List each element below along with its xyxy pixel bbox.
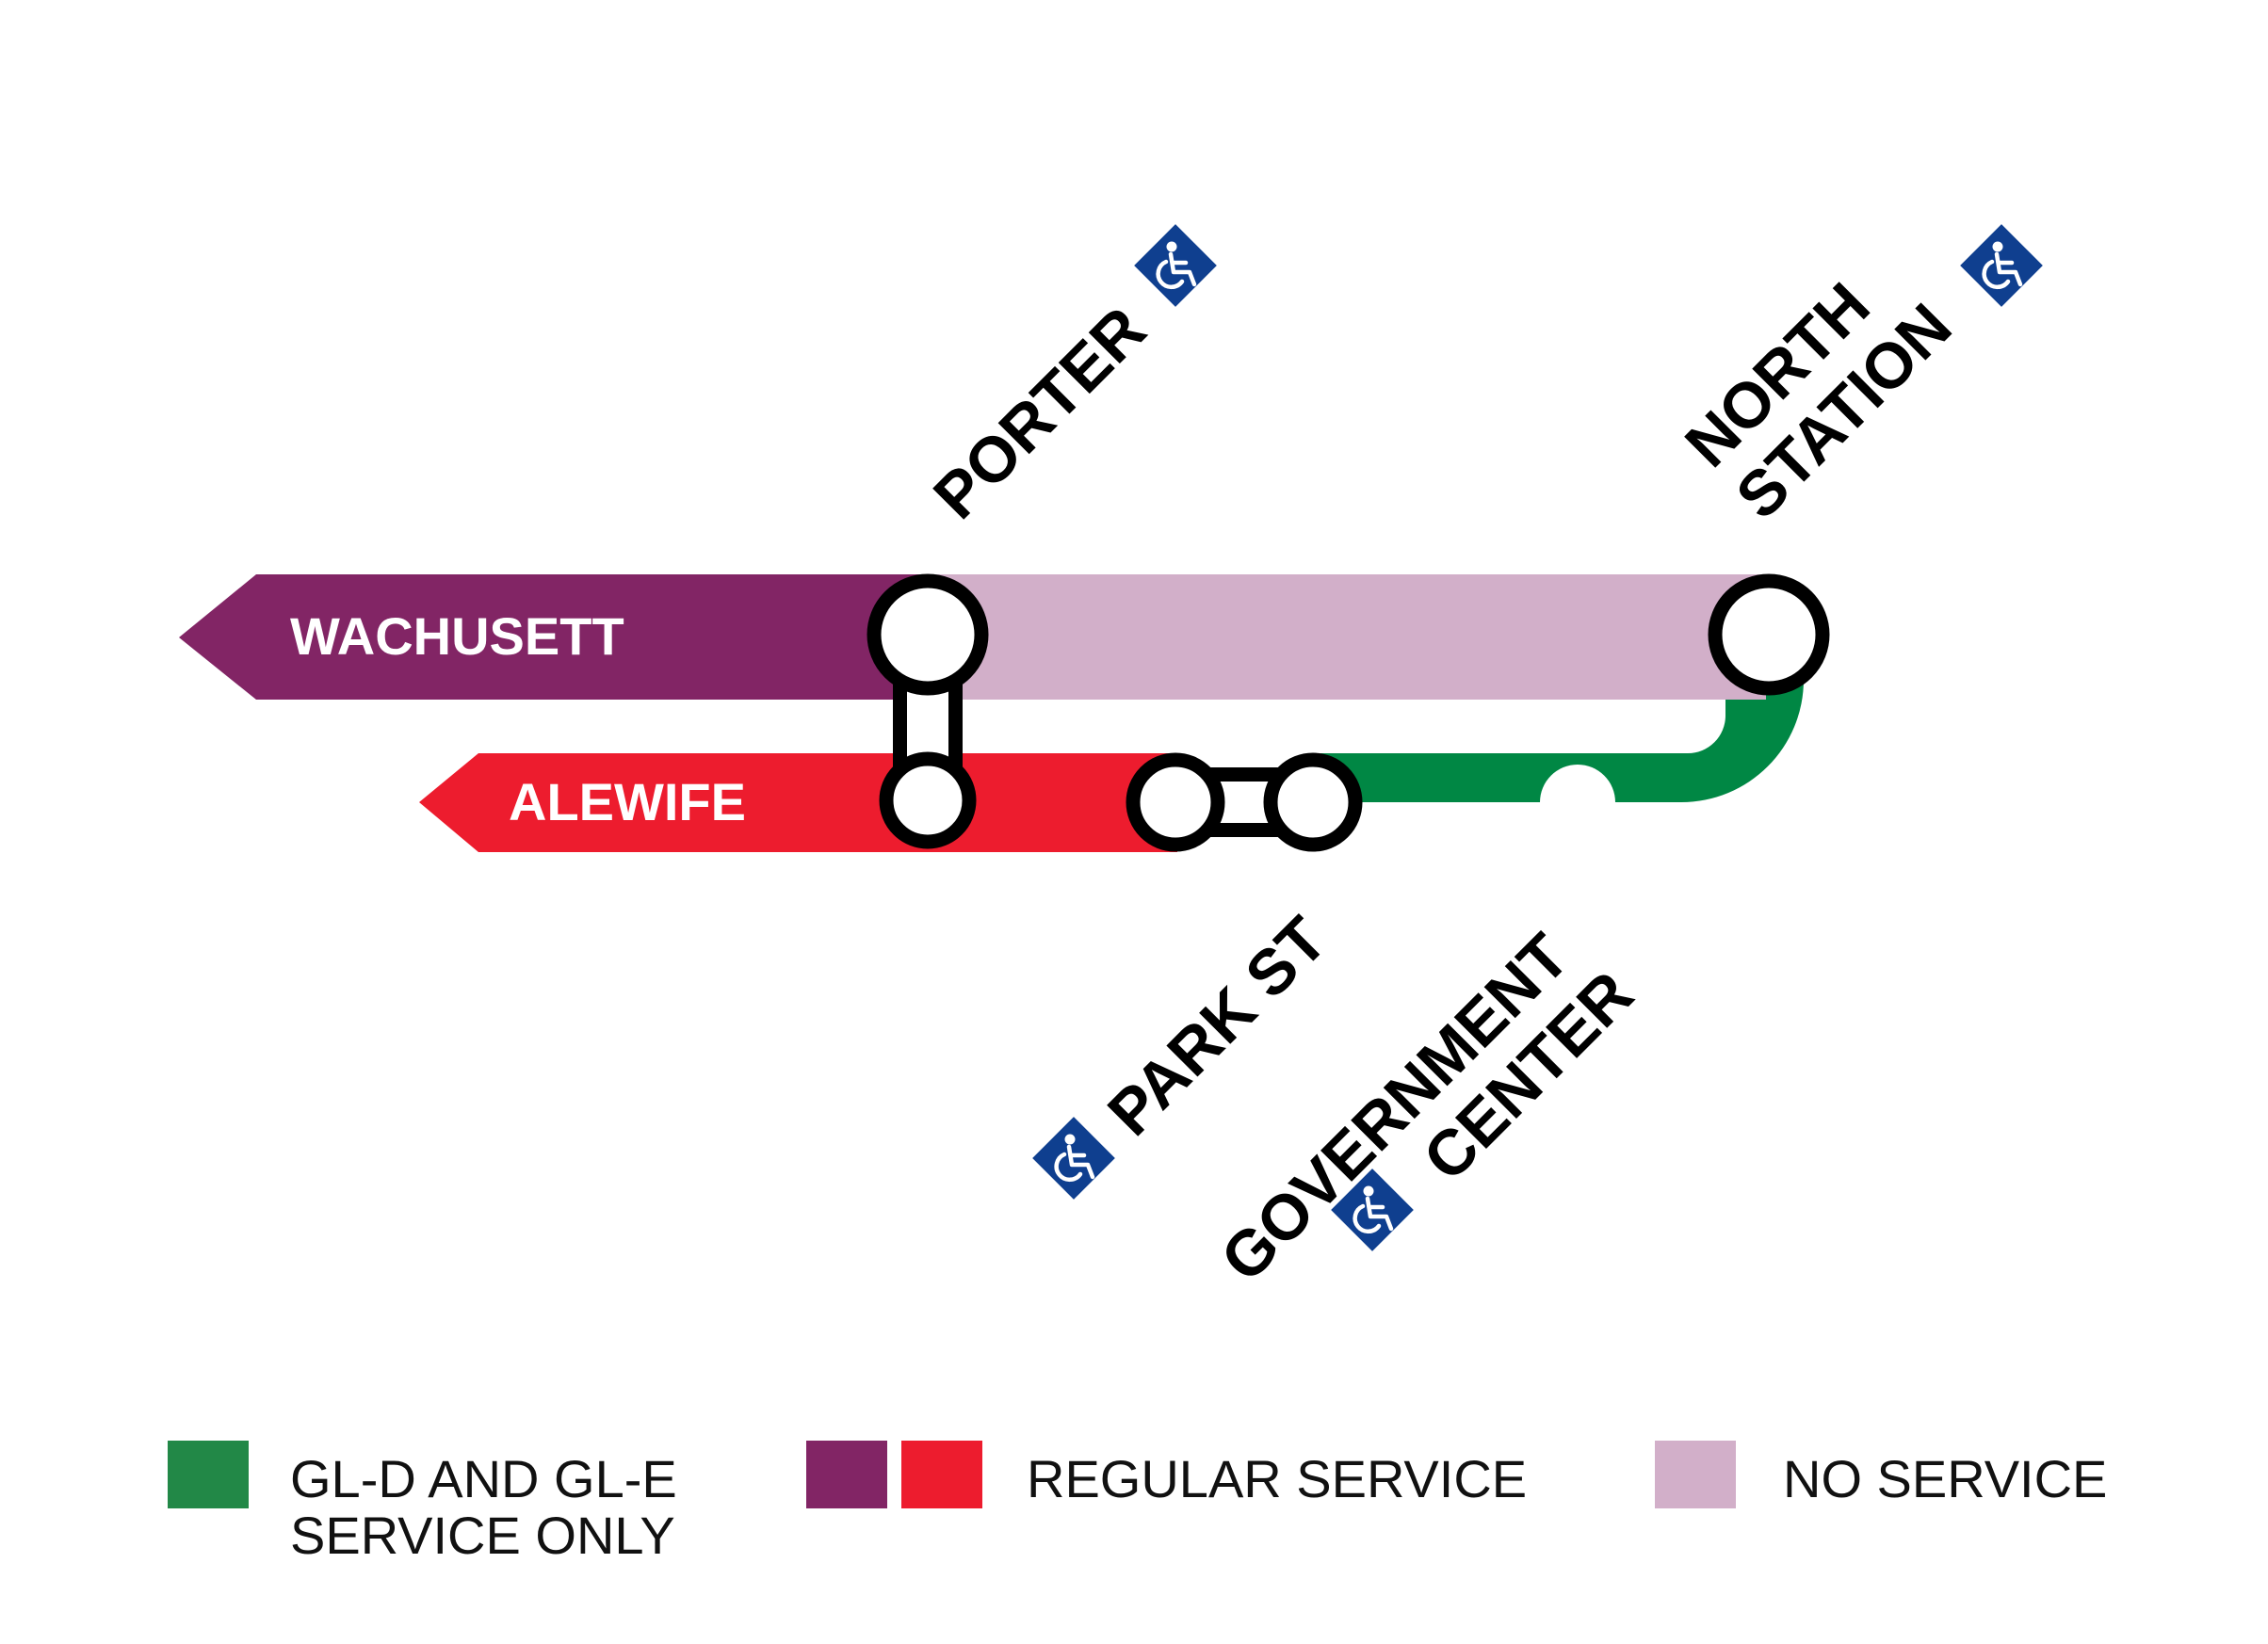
legend-regular-service-label: REGULAR SERVICE: [1027, 1449, 1527, 1508]
legend-purple-swatch: [806, 1441, 887, 1508]
legend-no-service-label: NO SERVICE: [1783, 1449, 2107, 1508]
alewife-label: ALEWIFE: [509, 772, 746, 831]
porter-wheelchair-icon: [1134, 224, 1217, 307]
wachusett-label: WACHUSETT: [290, 606, 624, 666]
porter-station-label: PORTER: [920, 294, 1159, 533]
porter-red-station-marker[interactable]: [879, 751, 977, 849]
legend-green-label-line1: GL-D AND GL-E: [290, 1449, 677, 1508]
park-st-green-station-marker[interactable]: [1263, 752, 1363, 852]
north-station-wheelchair-icon: [1960, 224, 2043, 307]
legend-no-service-swatch: [1655, 1441, 1736, 1508]
park-st-wheelchair-icon: [1032, 1117, 1115, 1200]
north-station-marker[interactable]: [1708, 573, 1830, 696]
no-service-segment: [928, 574, 1766, 700]
legend-green-swatch: [168, 1441, 249, 1508]
porter-station-marker[interactable]: [867, 573, 989, 696]
government-center-station-marker[interactable]: [1540, 765, 1615, 840]
legend-green-label-line2: SERVICE ONLY: [290, 1506, 675, 1565]
park-st-station-label: PARK ST: [1094, 903, 1340, 1149]
green-line-segment: [1320, 650, 1804, 802]
wachusett-line: [179, 574, 928, 700]
legend-red-swatch: [901, 1441, 982, 1508]
alewife-line: [419, 753, 1177, 852]
park-st-red-station-marker[interactable]: [1126, 752, 1225, 852]
